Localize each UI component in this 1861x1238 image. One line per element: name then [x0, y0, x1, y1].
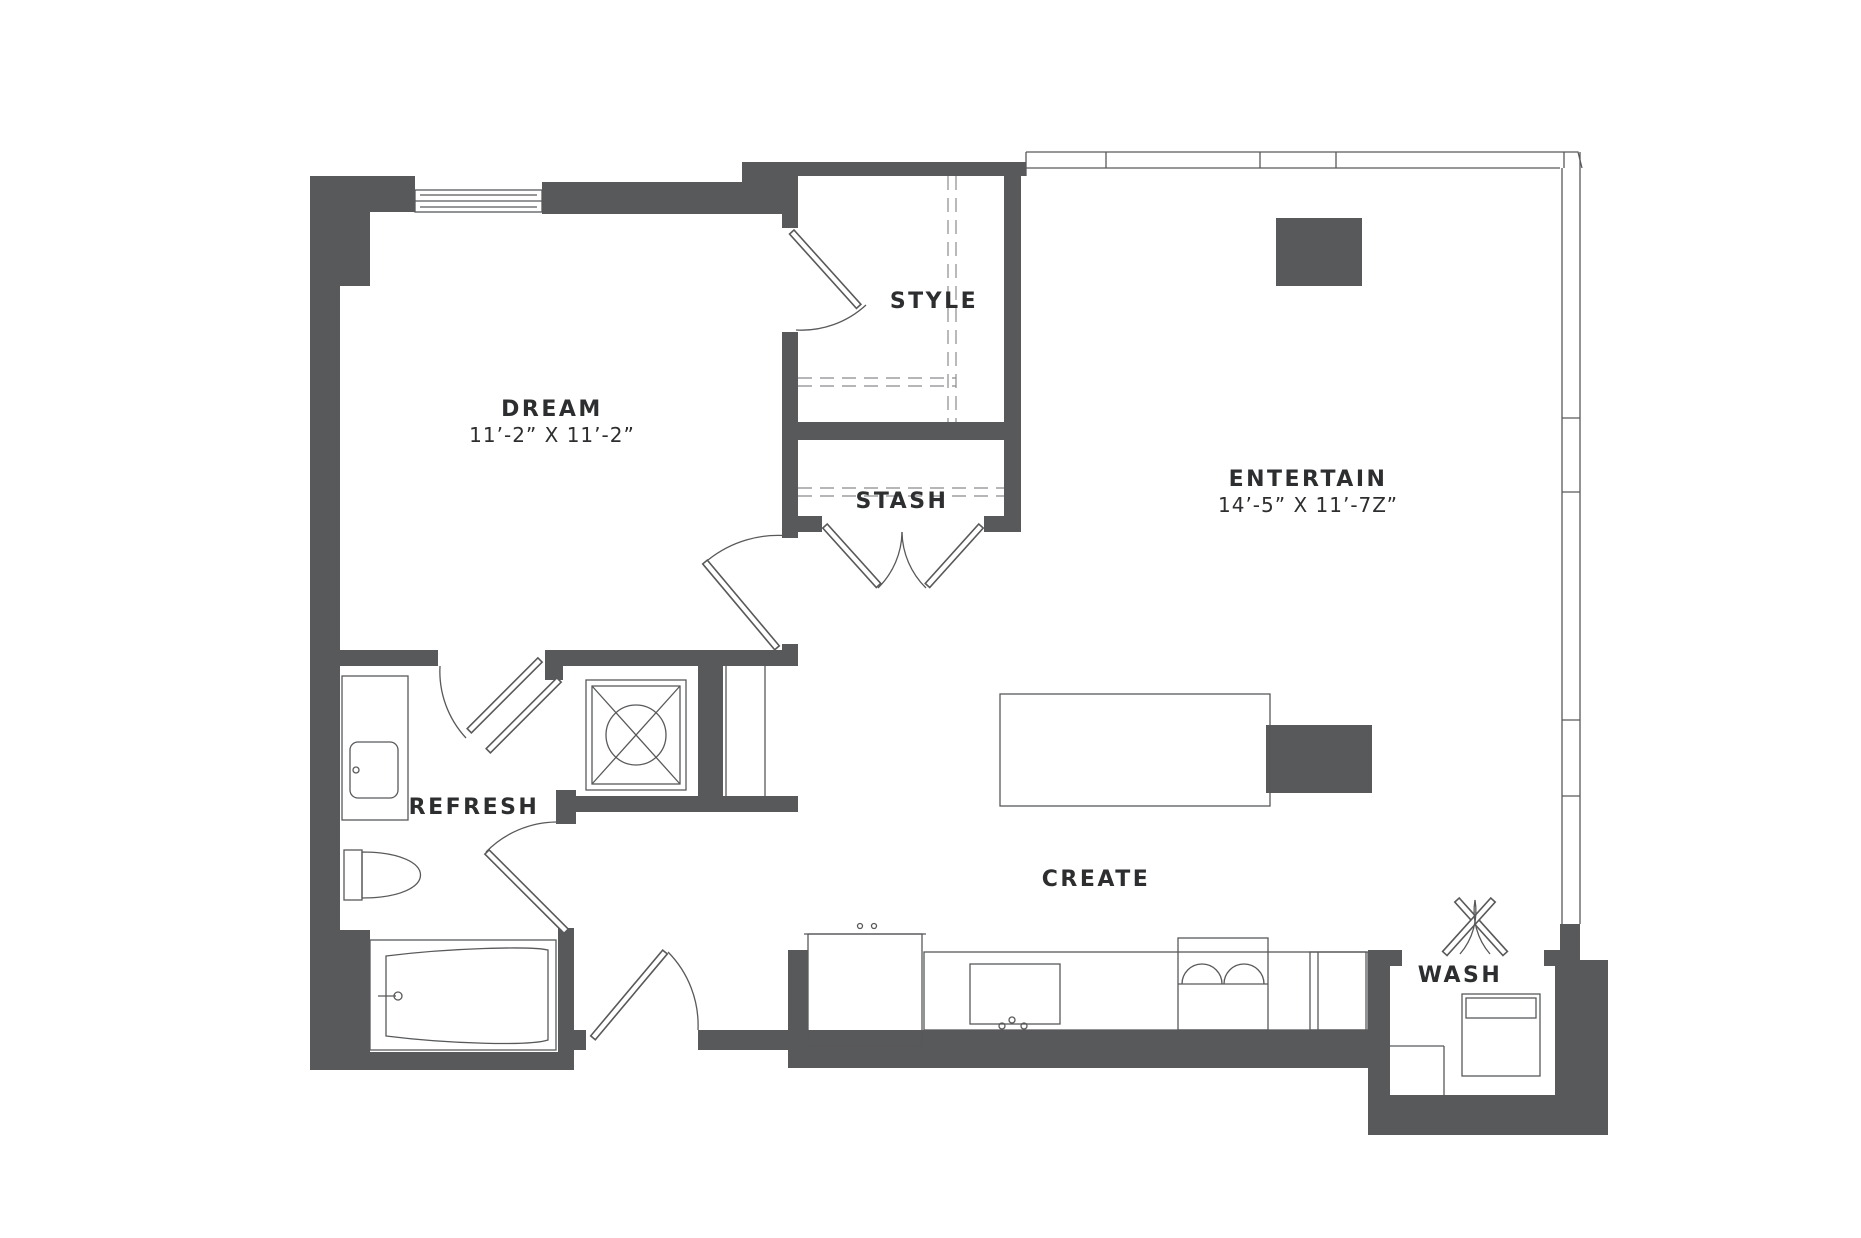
washer-dryer: [1461, 993, 1541, 1077]
wall-linen-left: [556, 790, 576, 824]
wall-style-left-upper: [782, 162, 798, 228]
label-style: STYLE: [890, 289, 978, 314]
dishwasher: [1309, 951, 1367, 1031]
wall-stash-stub-left: [782, 516, 822, 532]
door-refresh-dream: [466, 656, 544, 734]
wall-bathroom-left: [310, 930, 370, 1070]
bath-vanity: [341, 675, 409, 821]
kitchen-counter: [923, 951, 1369, 1031]
doors: [439, 228, 1509, 1041]
label-entertain: ENTERTAIN: [1229, 467, 1388, 492]
wall-bath-door-stub: [574, 1030, 586, 1050]
wall-left-exterior: [310, 176, 340, 1069]
label-dream-size: 11’-2” X 11’-2”: [469, 423, 635, 447]
column: [1276, 218, 1362, 286]
wall-top-dream-left: [310, 176, 415, 212]
label-refresh: REFRESH: [409, 795, 540, 820]
wall-linen-stub: [545, 650, 563, 680]
wall-dream-bottom-left: [340, 650, 438, 666]
wall-wash-right-corner: [1560, 924, 1580, 966]
kitchen-island: [999, 693, 1271, 807]
label-entertain-size: 14’-5” X 11’-7Z”: [1218, 493, 1398, 517]
fridge: [807, 933, 923, 1047]
door-stash-left: [821, 522, 882, 589]
wall-kitchen-bottom: [788, 1030, 1368, 1068]
kitchen-sink: [969, 963, 1061, 1025]
wall-entry-stub: [698, 1030, 790, 1050]
door-style: [788, 228, 863, 310]
wall-bath-bottom: [310, 1052, 574, 1070]
door-stash-right: [924, 522, 985, 589]
wall-style-stash-divider: [782, 422, 1004, 440]
wall-style-right: [1004, 162, 1021, 532]
door-linen: [485, 676, 563, 754]
wall-linen-bottom: [556, 796, 798, 812]
island-counter-dark: [1266, 725, 1372, 793]
wall-wash-left: [1368, 950, 1390, 1135]
wall-bath-right: [558, 928, 574, 1070]
wall-wash-bottom: [1368, 1095, 1608, 1135]
door-refresh-hall: [483, 848, 570, 935]
walls: [310, 162, 1608, 1135]
wall-dream-bottom-right: [545, 650, 798, 666]
toilet-bowl: [361, 851, 421, 899]
toilet-tank: [343, 849, 363, 901]
label-create: CREATE: [1042, 867, 1150, 892]
fixtures: [341, 176, 1541, 1095]
door-entry: [589, 948, 669, 1041]
hvac-unit: [585, 679, 687, 791]
windows: [414, 151, 1583, 924]
label-dream: DREAM: [501, 397, 603, 422]
window-entertain-top: [1026, 151, 1583, 169]
door-dream: [701, 558, 781, 651]
wall-top-style: [742, 162, 1026, 176]
wall-wash-left-stub: [1368, 950, 1402, 966]
wall-stash-stub-right: [984, 516, 1021, 532]
door-wash-right: [1441, 896, 1497, 957]
label-wash: WASH: [1418, 963, 1503, 988]
label-stash: STASH: [856, 489, 949, 514]
wall-linen-right: [698, 650, 723, 800]
bath-sink: [349, 741, 399, 799]
door-wash-left: [1453, 896, 1509, 957]
wall-dream-door-stub: [782, 644, 798, 666]
room-labels: DREAM 11’-2” X 11’-2” STYLE STASH ENTERT…: [409, 289, 1503, 988]
bathtub: [369, 939, 557, 1051]
